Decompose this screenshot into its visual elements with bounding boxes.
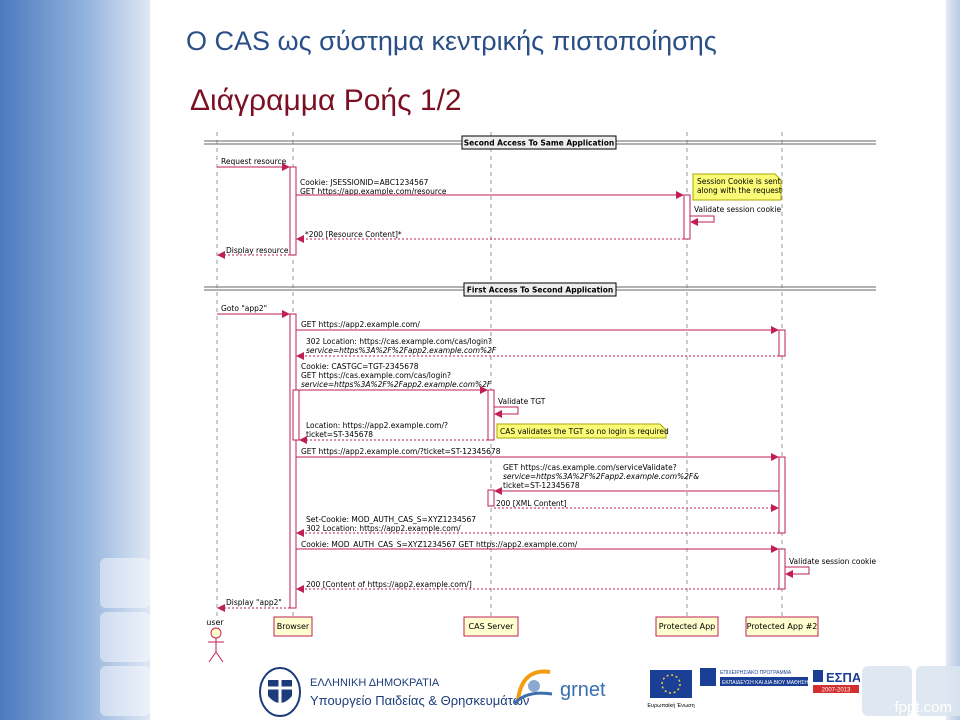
message-label: Validate session cookie xyxy=(694,205,781,214)
fppt-watermark: fppt.com xyxy=(894,699,952,716)
note-text: CAS validates the TGT so no login is req… xyxy=(500,427,669,436)
right-decorative-bar xyxy=(946,0,960,720)
message-label: Display "app2" xyxy=(226,598,282,607)
activation-browser-nested xyxy=(292,389,300,441)
decorative-square xyxy=(100,558,150,608)
slide-subtitle: Διάγραμμα Ροής 1/2 xyxy=(190,84,462,117)
note xyxy=(692,173,782,201)
participant-cas-server-box xyxy=(463,616,519,637)
left-decorative-bar xyxy=(0,0,150,720)
note xyxy=(496,423,667,439)
activation-protected-app-2 xyxy=(778,329,786,357)
op-banner xyxy=(720,677,808,686)
message-label: Cookie: MOD_AUTH_CAS_S=XYZ1234567 GET ht… xyxy=(301,540,578,549)
gov-line-1: ΕΛΛΗΝΙΚΗ ΔΗΜΟΚΡΑΤΙΑ xyxy=(310,677,440,689)
section-2-label: First Access To Second Application xyxy=(467,286,614,295)
participant-protected-app-box xyxy=(655,616,719,637)
participant-user-label: user xyxy=(206,618,224,627)
decorative-square xyxy=(916,666,960,716)
espa-label: ΕΣΠΑ xyxy=(826,670,860,685)
grnet-logo-icon xyxy=(512,669,553,706)
op-line-2: ΕΚΠΑΙΔΕΥΣΗ ΚΑΙ ΔΙΑ ΒΙΟΥ ΜΑΘΗΣΗ xyxy=(722,680,809,686)
message-label: GET https://app2.example.com/?ticket=ST-… xyxy=(301,447,501,456)
activation-cas-server xyxy=(487,389,495,441)
message-label: 200 [Content of https://app2.example.com… xyxy=(306,580,472,589)
self-message-arrow xyxy=(690,215,715,226)
participant-protected-app-label: Protected App xyxy=(659,622,715,631)
section-label-box xyxy=(461,135,617,150)
activation-protected-app xyxy=(683,194,691,240)
message-label: Request resource xyxy=(221,157,287,166)
self-message-arrow xyxy=(785,566,810,578)
eu-stars-icon xyxy=(661,674,681,694)
espa-years-banner xyxy=(813,685,859,693)
decorative-square xyxy=(100,612,150,662)
slide-title: Ο CAS ως σύστημα κεντρικής πιστοποίησης xyxy=(186,26,717,56)
decorative-square xyxy=(862,666,912,716)
activation-browser xyxy=(289,313,297,609)
espa-icon xyxy=(813,670,823,682)
message-label: Display resource xyxy=(226,246,289,255)
footer-logos: ΕΛΛΗΝΙΚΗ ΔΗΜΟΚΡΑΤΙΑ Υπουργείο Παιδείας &… xyxy=(259,667,860,717)
message-label: 302 Location: https://cas.example.com/ca… xyxy=(306,337,497,355)
participant-protected-app-2-label: Protected App #2 xyxy=(747,622,818,631)
participant-cas-server-label: CAS Server xyxy=(469,622,515,631)
message-label: Validate session cookie xyxy=(789,557,876,566)
user-actor-icon xyxy=(208,627,224,663)
activation-protected-app-2 xyxy=(778,456,786,534)
sequence-diagram: .lf { stroke:#999; stroke-width:1; strok… xyxy=(204,132,876,663)
eu-label: Ευρωπαϊκή Ένωση xyxy=(647,702,694,709)
message-label: *200 [Resource Content]* xyxy=(305,230,402,239)
grnet-label: grnet xyxy=(560,679,606,701)
op-line-1: ΕΠΙΧΕΙΡΗΣΙΑΚΟ ΠΡΟΓΡΑΜΜΑ xyxy=(720,670,792,676)
activation-cas-server xyxy=(487,489,495,507)
participant-browser-label: Browser xyxy=(277,622,310,631)
eu-flag-icon xyxy=(650,670,692,698)
message-label: 200 [XML Content] xyxy=(496,499,567,508)
participant-protected-app-2-box xyxy=(745,616,819,637)
activation-browser xyxy=(289,166,297,256)
section-1-label: Second Access To Same Application xyxy=(464,139,614,148)
message-label: Goto "app2" xyxy=(221,304,267,313)
decorative-square xyxy=(100,666,150,716)
message-label: GET https://app2.example.com/ xyxy=(301,320,420,329)
section-label-box xyxy=(463,282,617,297)
self-message-arrow xyxy=(494,406,519,418)
message-label: Validate TGT xyxy=(498,397,546,406)
activation-protected-app-2 xyxy=(778,548,786,590)
greek-emblem-icon xyxy=(259,667,301,717)
espa-years: 2007-2013 xyxy=(822,688,851,694)
message-label: GET https://cas.example.com/serviceValid… xyxy=(503,463,699,490)
gov-line-2: Υπουργείο Παιδείας & Θρησκευμάτων xyxy=(310,693,529,708)
message-label: Location: https://app2.example.com/?tick… xyxy=(306,421,448,439)
op-programme-icon xyxy=(700,668,716,686)
participant-browser-box xyxy=(273,616,313,637)
